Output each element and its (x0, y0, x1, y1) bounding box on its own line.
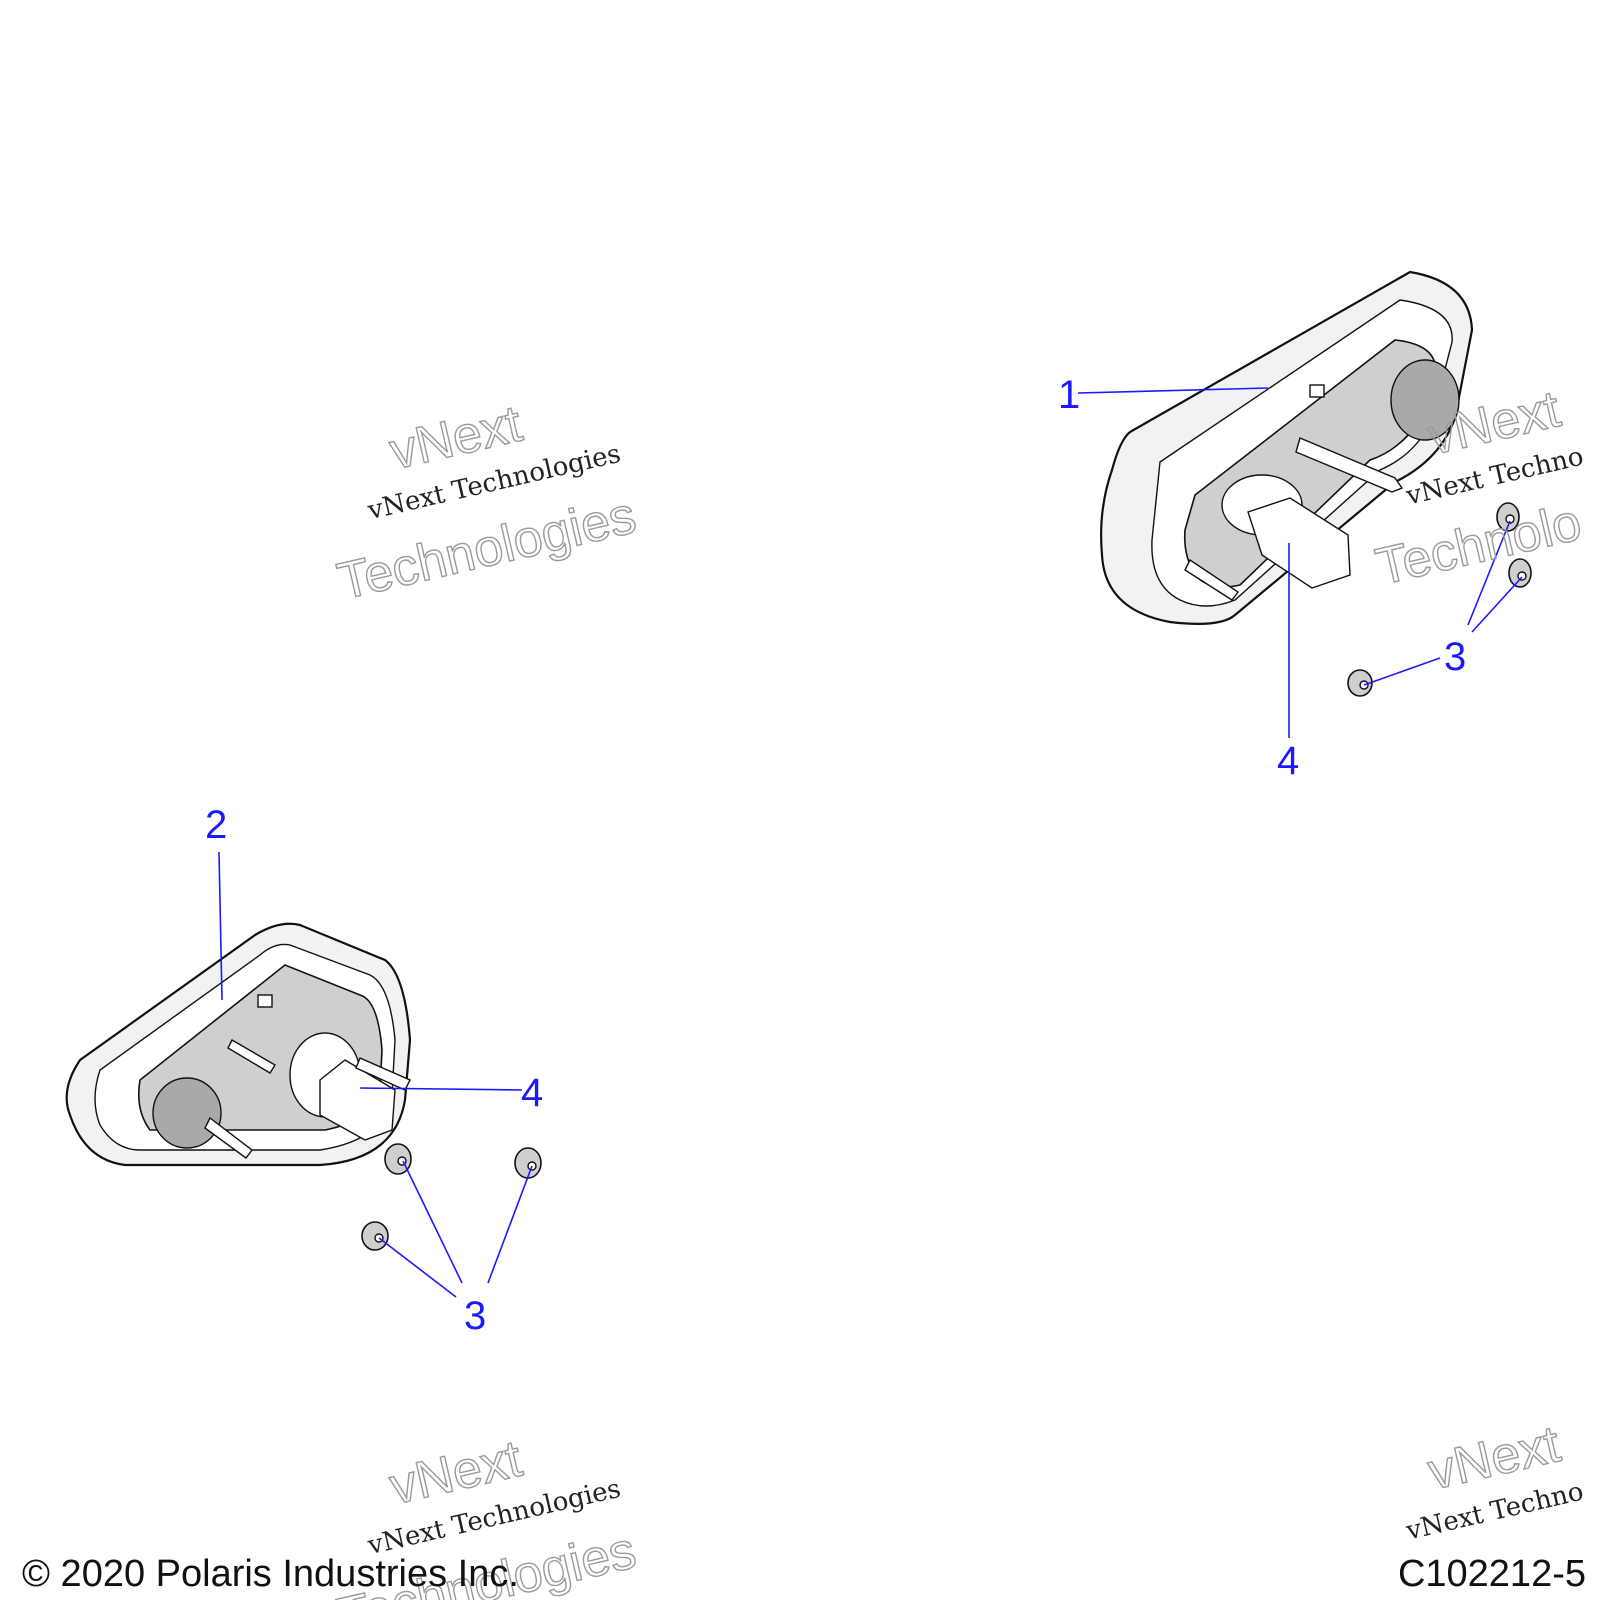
nut-bottom-2 (514, 1147, 542, 1179)
mounting-stud-lower (1184, 558, 1240, 601)
housing-clip (1309, 384, 1325, 398)
leader-3-bottom-c (378, 1237, 457, 1298)
bulb-socket-plug (319, 1059, 396, 1141)
leader-3-bottom-b (487, 1165, 533, 1284)
mounting-stud-upper (1295, 437, 1404, 493)
mounting-stud-right (355, 1057, 411, 1091)
leader-4-bottom (359, 1087, 523, 1091)
watermark-lower-right: vNext vNext Techno (1403, 1414, 1587, 1546)
leader-lines (218, 387, 1523, 1298)
lamp-bulb-lens (152, 1077, 222, 1149)
tail-lamp-left (65, 922, 412, 1167)
bulb-socket-plug (1247, 497, 1351, 589)
callout-4-bottom: 4 (521, 1071, 543, 1115)
callout-3-bottom: 3 (464, 1294, 486, 1338)
watermark-upper-left: vNext vNext Technologies Technologies (332, 394, 642, 612)
leader-3-top-c (1363, 657, 1441, 686)
nut-set-top (1347, 502, 1532, 697)
watermark-outline-bottom-cut: Technolo (1371, 493, 1587, 596)
housing-clip (257, 994, 273, 1008)
leader-3-bottom-a (402, 1160, 463, 1284)
callout-1: 1 (1058, 373, 1080, 417)
tail-lamp-right (1100, 270, 1474, 625)
leader-1 (1077, 387, 1269, 394)
leader-3-top-b (1471, 576, 1523, 633)
figure-code: C102212-5 (1397, 1553, 1586, 1595)
copyright-notice: © 2020 Polaris Industries Inc. (22, 1553, 519, 1595)
nut-top-2-hole (1517, 571, 1527, 581)
lamp-bulb-lens (1390, 359, 1460, 441)
mounting-stud-upper (227, 1039, 276, 1074)
leader-3-top-a (1467, 520, 1511, 626)
callout-4-top: 4 (1277, 739, 1299, 783)
callout-2: 2 (205, 803, 227, 847)
leader-2 (218, 851, 223, 1001)
mounting-stud-lower (204, 1116, 253, 1159)
callout-3-top: 3 (1444, 635, 1466, 679)
nut-set-bottom (361, 1143, 542, 1251)
callout-numbers: 1 4 3 2 4 3 (205, 373, 1466, 1338)
